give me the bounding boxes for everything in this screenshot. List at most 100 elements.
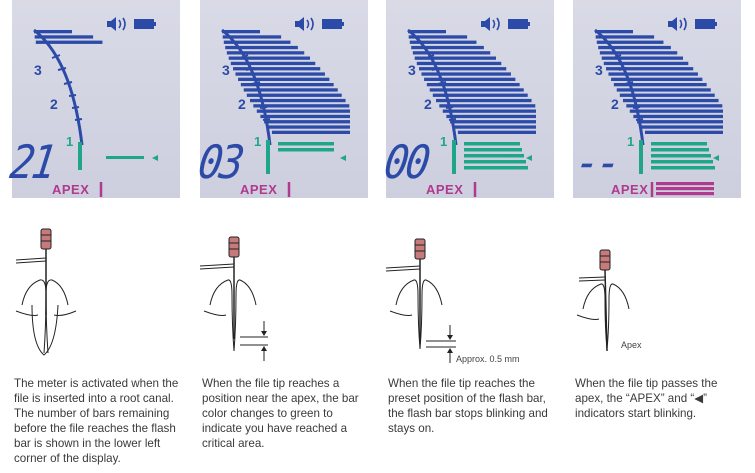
blue-bar: [222, 35, 282, 39]
blue-bar: [626, 104, 723, 108]
blue-bar: [222, 30, 260, 34]
blue-bar: [409, 40, 477, 44]
lcd-display-1: 3 2 1 21 APEX: [7, 0, 180, 198]
blue-bar: [613, 83, 707, 87]
blue-bar: [633, 114, 723, 119]
marker-2: 2: [238, 96, 246, 112]
blue-bar: [453, 125, 536, 129]
tooth-illustration-4: [576, 249, 630, 352]
battery-icon: [695, 19, 717, 29]
blue-bar: [435, 98, 532, 103]
blue-bar: [450, 120, 536, 124]
panel-4: 3 2 1 -- APEX Apex When the file tip pas…: [572, 0, 743, 473]
blue-bar: [619, 93, 715, 97]
blue-bar: [414, 56, 496, 60]
blue-bars: [408, 30, 536, 134]
lcd-graphics-1: [33, 17, 158, 197]
blue-bar: [622, 98, 719, 103]
bar-count-display: 03: [195, 136, 245, 190]
green-bars: [266, 140, 334, 174]
blue-bar: [596, 40, 664, 44]
green-bar: [651, 166, 715, 170]
blue-bar: [238, 77, 330, 81]
blue-bar: [267, 125, 350, 129]
blue-bar: [230, 61, 316, 66]
apex-label: APEX: [240, 182, 278, 197]
apex-note: Apex: [621, 340, 642, 350]
blue-bar: [246, 93, 342, 97]
blue-bar: [271, 130, 350, 134]
blue-bar: [599, 51, 678, 55]
green-bar: [464, 154, 524, 158]
green-bar: [464, 142, 520, 146]
arrow-left-icon: [340, 155, 346, 161]
blue-bar: [616, 88, 711, 92]
blue-bar: [243, 88, 338, 92]
caption-4: When the file tip passes the apex, the “…: [575, 377, 718, 420]
blue-bar: [603, 61, 689, 66]
blue-bars: [222, 30, 350, 134]
blue-bar: [34, 35, 94, 39]
blue-bar: [226, 51, 305, 55]
marker-3: 3: [222, 62, 230, 78]
blue-bar: [442, 109, 536, 113]
blue-bar: [606, 67, 694, 71]
green-bars: [639, 140, 715, 174]
blue-bar: [240, 83, 334, 87]
blue-bar: [595, 30, 633, 34]
marker-2: 2: [611, 96, 619, 112]
battery-icon: [322, 19, 344, 29]
blue-bar: [249, 98, 346, 103]
blue-bar: [637, 120, 723, 124]
blue-bar: [412, 51, 491, 55]
marker-3: 3: [595, 62, 603, 78]
marker-2: 2: [50, 96, 58, 112]
magenta-bar: [656, 192, 714, 196]
bar-count-display: 00: [381, 136, 431, 190]
blue-bar: [640, 125, 723, 129]
bar-count-display: --: [572, 136, 622, 190]
green-bar: [106, 156, 144, 159]
marker-1: 1: [66, 134, 74, 149]
blue-bar: [446, 114, 536, 119]
lcd-graphics-3: [407, 17, 536, 197]
scale-ticks: [51, 54, 83, 121]
blue-bar: [411, 45, 484, 50]
panel-2: 3 2 1 03 APEX When the file tip reaches …: [195, 0, 370, 473]
blue-bar: [256, 109, 350, 113]
blue-bar: [611, 77, 703, 81]
blue-bar: [629, 109, 723, 113]
speaker-icon: [107, 17, 126, 31]
blue-bar: [225, 45, 298, 50]
blue-bar: [223, 40, 291, 44]
blue-bar: [408, 30, 446, 34]
blue-bar: [426, 83, 520, 87]
speaker-icon: [295, 17, 314, 31]
blue-bar: [228, 56, 310, 60]
green-bar: [651, 148, 709, 152]
battery-icon: [508, 19, 530, 29]
lcd-display-2: 3 2 1 03 APEX: [195, 0, 368, 198]
lcd-display-3: 3 2 1 00 APEX: [381, 0, 554, 198]
blue-bar: [233, 67, 321, 71]
tooth-illustration-2: [200, 236, 268, 361]
green-bracket: [266, 140, 270, 174]
lcd-graphics-4: [594, 17, 723, 197]
arrow-left-icon: [713, 155, 719, 161]
blue-bar: [35, 40, 103, 44]
scale-curve: [33, 28, 84, 146]
tooth-illustration-1: [15, 228, 77, 356]
bar-count-display: 21: [7, 136, 57, 190]
blue-bar: [419, 67, 507, 71]
blue-bar: [644, 130, 723, 134]
panel-3: 3 2 1 00 APEX Approx. 0.5 mm When the fi…: [381, 0, 556, 473]
approx-note: Approx. 0.5 mm: [456, 354, 520, 364]
speaker-icon: [668, 17, 687, 31]
caption-3: When the file tip reaches the preset pos…: [388, 377, 548, 435]
caption-2: When the file tip reaches a position nea…: [202, 377, 359, 450]
blue-bar: [253, 104, 350, 108]
blue-bar: [235, 72, 325, 76]
blue-bar: [598, 45, 671, 50]
apex-label: APEX: [611, 182, 649, 197]
apex-label: APEX: [52, 182, 90, 197]
